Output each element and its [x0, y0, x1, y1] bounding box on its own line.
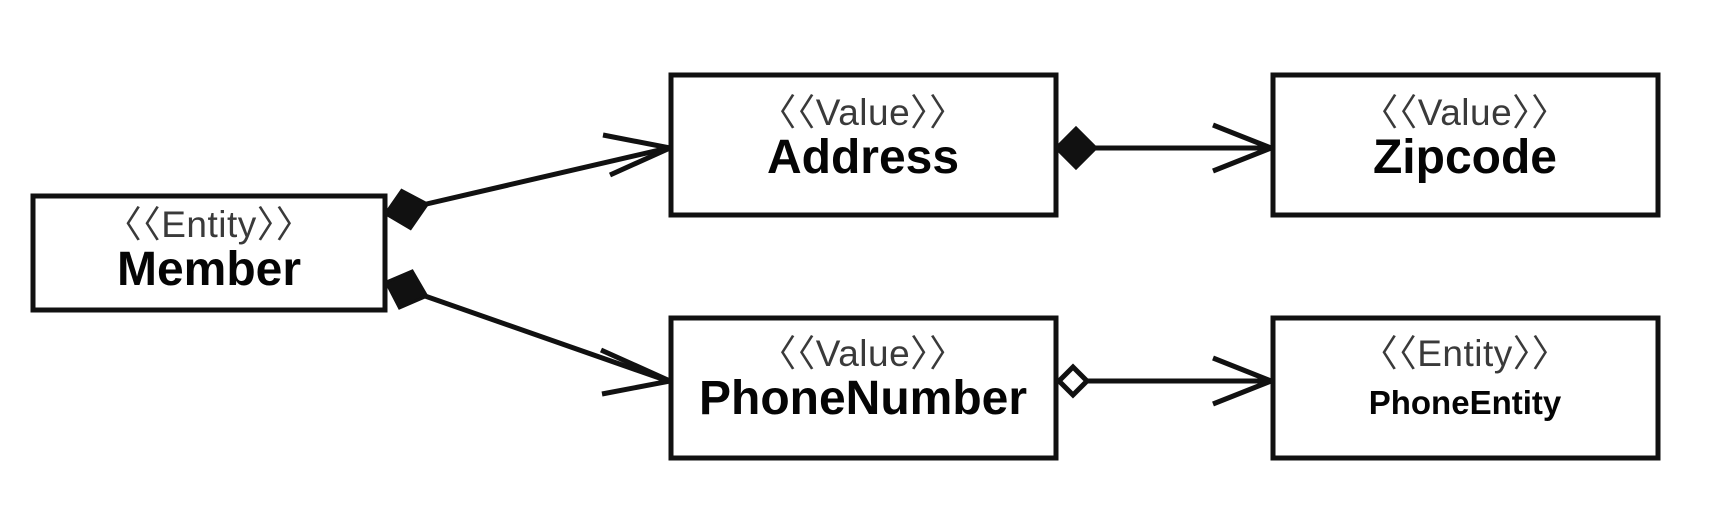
node-phoneentity[interactable]: 〈〈Entity〉〉 PhoneEntity [1270, 315, 1661, 461]
node-zipcode-box [1270, 72, 1661, 218]
node-phonenumber[interactable]: 〈〈Value〉〉 PhoneNumber [668, 315, 1059, 461]
node-zipcode-name: Zipcode [1373, 131, 1557, 184]
node-member[interactable]: 〈〈Entity〉〉 Member [30, 193, 388, 313]
edge-address-zipcode[interactable] [1053, 122, 1278, 174]
node-phoneentity-name: PhoneEntity [1369, 384, 1562, 421]
edge-member-phonenumber-filled-diamond [384, 269, 429, 310]
node-phonenumber-box [668, 315, 1059, 461]
edge-member-address-line [404, 145, 669, 212]
node-member-name: Member [117, 243, 301, 296]
node-address-stereotype: 〈〈Value〉〉 [759, 92, 966, 133]
node-address[interactable]: 〈〈Value〉〉 Address [668, 72, 1059, 218]
node-member-box [30, 193, 388, 313]
node-address-name: Address [767, 131, 959, 184]
edge-address-zipcode-filled-diamond [1053, 125, 1099, 171]
edge-phonenumber-phoneentity-hollow-diamond [1055, 363, 1091, 399]
node-phonenumber-name: PhoneNumber [699, 372, 1027, 425]
edge-member-address-filled-diamond [383, 188, 430, 231]
node-phoneentity-stereotype: 〈〈Entity〉〉 [1361, 333, 1570, 374]
edge-member-phonenumber[interactable] [380, 264, 679, 397]
edge-phonenumber-phoneentity[interactable] [1055, 355, 1278, 407]
node-phoneentity-box [1270, 315, 1661, 461]
node-address-box [668, 72, 1059, 218]
node-phonenumber-stereotype: 〈〈Value〉〉 [759, 333, 966, 374]
edge-member-address[interactable] [381, 132, 679, 233]
node-zipcode[interactable]: 〈〈Value〉〉 Zipcode [1270, 72, 1661, 218]
edge-member-phonenumber-line [404, 286, 669, 384]
node-zipcode-stereotype: 〈〈Value〉〉 [1361, 92, 1568, 133]
node-member-stereotype: 〈〈Entity〉〉 [105, 204, 314, 245]
